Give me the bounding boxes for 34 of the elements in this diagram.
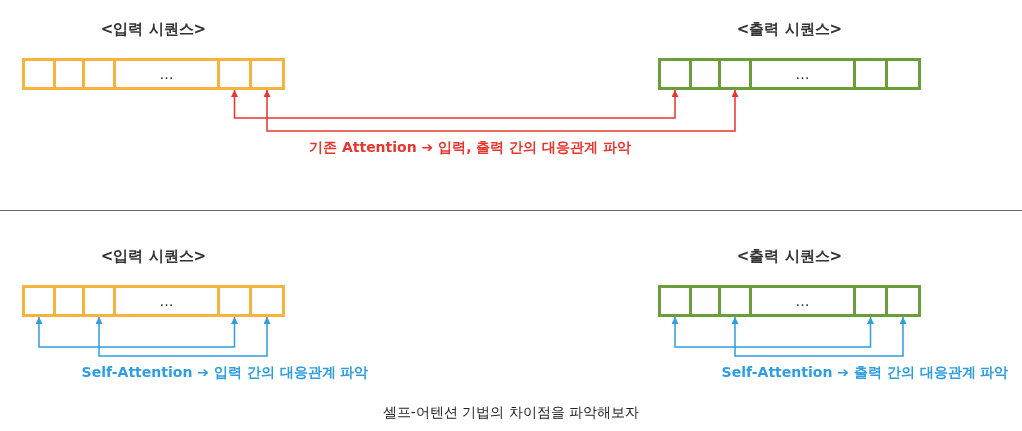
- connector-arrow: [671, 316, 874, 348]
- sequence-cell: [249, 285, 285, 317]
- note-label: Self-Attention ➔ 입력 간의 대응관계 파악: [81, 363, 369, 382]
- sequence-cell: …: [749, 58, 856, 90]
- sequence-heading: <입력 시퀀스>: [99, 19, 208, 40]
- caption: 셀프-어텐션 기법의 차이점을 파악해보자: [382, 403, 640, 422]
- connector-arrow: [731, 316, 907, 357]
- sequence-cell: [885, 285, 921, 317]
- sequence-cell: [718, 285, 752, 317]
- note-label: Self-Attention ➔ 출력 간의 대응관계 파악: [721, 363, 1009, 382]
- sequence-cell: [249, 58, 285, 90]
- sequence-heading: <출력 시퀀스>: [735, 19, 844, 40]
- sequence-cell: …: [113, 285, 220, 317]
- sequence-cell: [22, 58, 56, 90]
- connector-arrow: [231, 89, 679, 119]
- sequence-cell: [22, 285, 56, 317]
- connector-arrow: [263, 89, 739, 132]
- sequence-cell: [718, 58, 752, 90]
- sequence-cell: [53, 58, 85, 90]
- sequence-cell: …: [749, 285, 856, 317]
- connector-arrow: [35, 316, 238, 348]
- sequence-cell: [689, 58, 721, 90]
- sequence-cell: [82, 285, 116, 317]
- sequence-cell: [658, 285, 692, 317]
- connector-arrow: [95, 316, 271, 357]
- note-label: 기존 Attention ➔ 입력, 출력 간의 대응관계 파악: [309, 138, 631, 157]
- sequence-heading: <입력 시퀀스>: [99, 246, 208, 267]
- sequence-cell: [689, 285, 721, 317]
- sequence-cell: [53, 285, 85, 317]
- sequence-cell: …: [113, 58, 220, 90]
- sequence-cell: [658, 58, 692, 90]
- sequence-cell: [82, 58, 116, 90]
- sequence-heading: <출력 시퀀스>: [735, 246, 844, 267]
- sequence-cell: [885, 58, 921, 90]
